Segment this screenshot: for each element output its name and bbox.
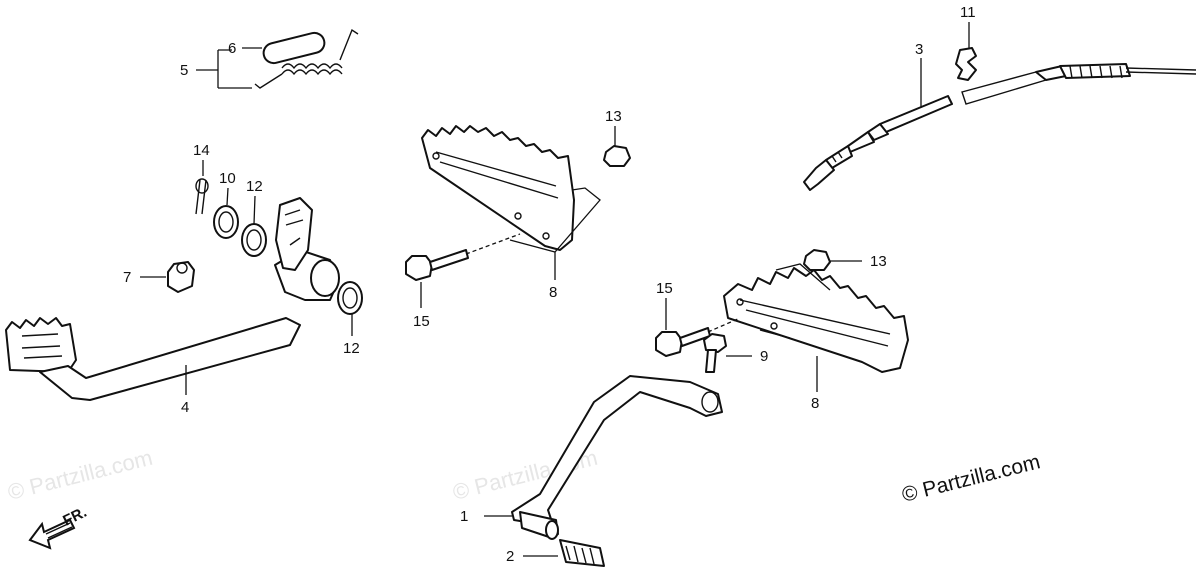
brake-pedal-part: [5, 197, 340, 401]
return-spring-part: [254, 28, 359, 89]
part-label-8a: 8: [549, 284, 557, 301]
flange-bolt-part: [703, 333, 727, 373]
part-label-1: 1: [460, 508, 468, 525]
part-label-6: 6: [228, 40, 236, 57]
cable-clip-part: [955, 47, 977, 81]
washer-part: [213, 205, 239, 239]
bolt-part: [655, 327, 711, 357]
part-label-5: 5: [180, 62, 188, 79]
pedal-rubber-part: [559, 539, 605, 567]
footpeg-part: [723, 267, 909, 373]
leader-line: [253, 195, 256, 225]
part-label-13b: 13: [870, 253, 887, 270]
part-label-15b: 15: [656, 280, 673, 297]
collar-part: [241, 223, 267, 257]
collar-part: [337, 281, 363, 315]
part-label-10: 10: [219, 170, 236, 187]
part-label-12b: 12: [343, 340, 360, 357]
part-label-13a: 13: [605, 108, 622, 125]
part-label-4: 4: [181, 399, 189, 416]
bolt-part: [405, 249, 469, 281]
part-label-14: 14: [193, 142, 210, 159]
footpeg-part: [421, 125, 575, 251]
bracket-line: [217, 49, 252, 89]
leader-line: [226, 187, 229, 206]
part-label-9: 9: [760, 348, 768, 365]
part-label-11: 11: [960, 4, 976, 21]
front-direction-arrow-icon: FR.: [28, 504, 89, 550]
copyright-text: © Partzilla.com: [900, 450, 1043, 507]
part-label-8b: 8: [811, 395, 819, 412]
leader-line: [759, 263, 831, 339]
leader-line: [707, 317, 741, 333]
watermark: © Partzilla.com: [5, 445, 155, 505]
gearshift-pedal-part: [511, 375, 723, 540]
cotter-pin-part: [195, 178, 209, 215]
nut-part: [603, 145, 631, 167]
part-label-15a: 15: [413, 313, 430, 330]
brake-cable-part: [803, 63, 1197, 191]
part-label-3: 3: [915, 41, 923, 58]
part-label-2: 2: [506, 548, 514, 565]
part-label-12a: 12: [246, 178, 263, 195]
nut-part: [167, 261, 195, 293]
part-label-7: 7: [123, 269, 131, 286]
leader-line: [509, 187, 601, 253]
leader-line: [465, 233, 521, 255]
nut-part: [803, 249, 831, 271]
